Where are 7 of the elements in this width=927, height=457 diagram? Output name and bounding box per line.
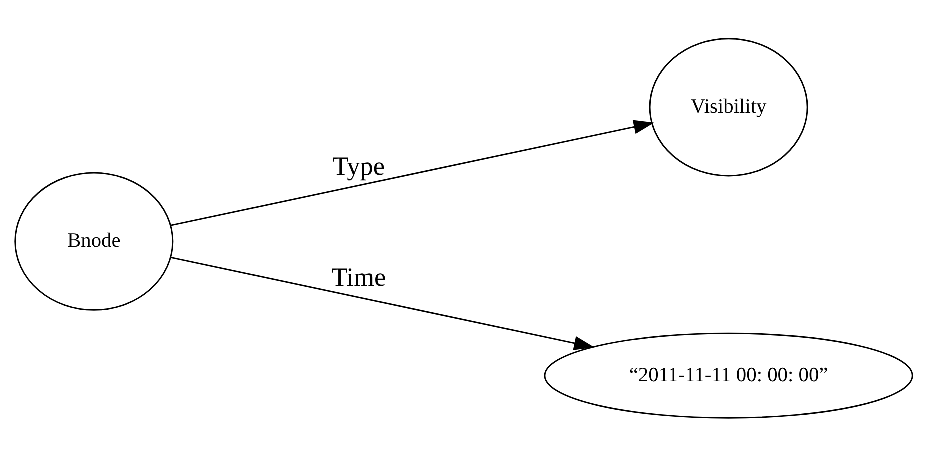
arrow <box>170 256 594 350</box>
node-ellipse: “2011-11-11 00: 00: 00” <box>544 332 913 419</box>
edge-label: Type <box>332 152 385 182</box>
arrow <box>170 120 654 226</box>
node-ellipse: Visibility <box>648 38 808 177</box>
edge-label: Time <box>331 262 386 292</box>
node-ellipse: Bnode <box>14 172 174 311</box>
